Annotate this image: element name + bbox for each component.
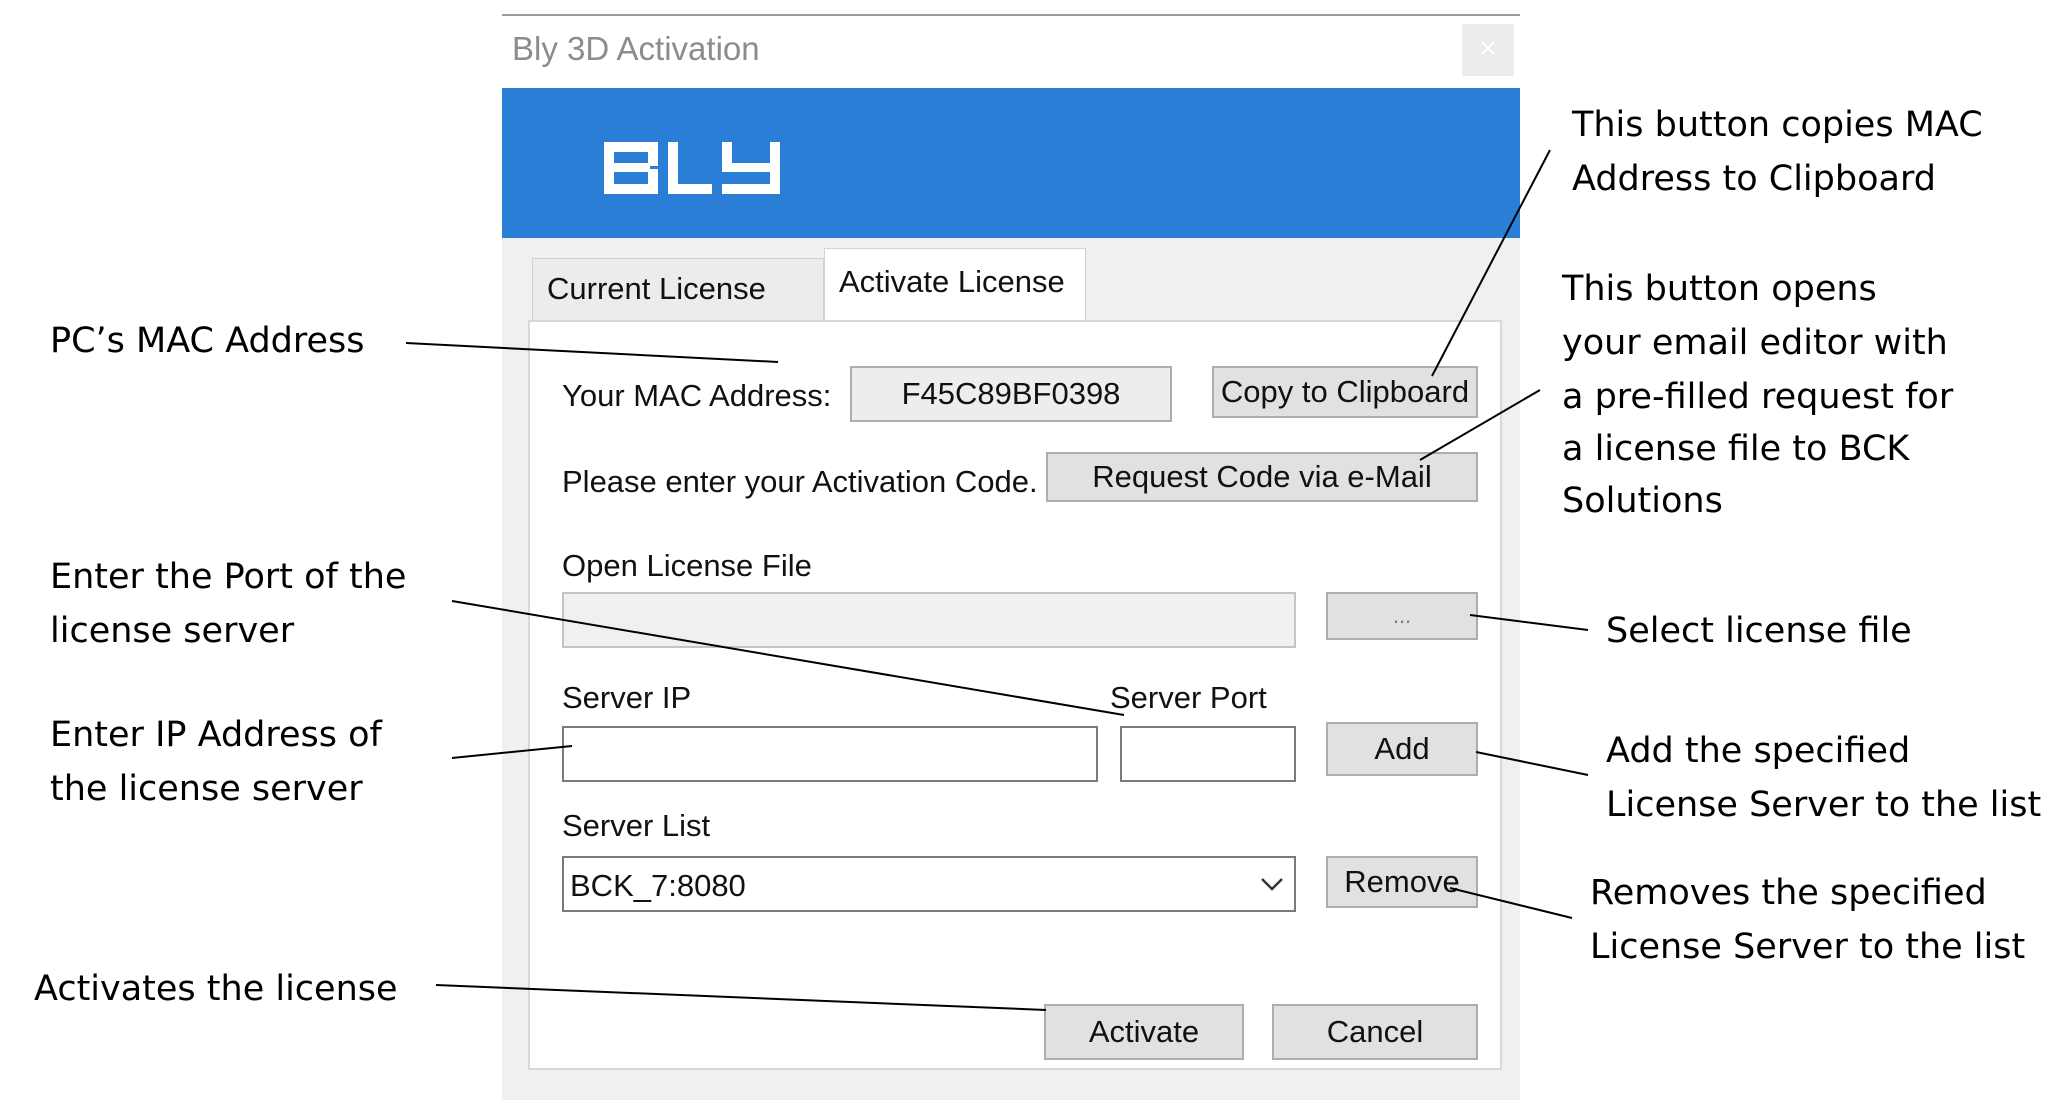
leader-remove-server: [1449, 887, 1573, 919]
copy-to-clipboard-button[interactable]: Copy to Clipboard: [1212, 366, 1478, 418]
activate-license-panel: Your MAC Address: F45C89BF0398 Copy to C…: [528, 320, 1502, 1070]
request-code-email-button[interactable]: Request Code via e-Mail: [1046, 452, 1478, 502]
mac-address-label: Your MAC Address:: [562, 378, 832, 413]
annotation-ip-line-1: Enter IP Address of: [50, 715, 382, 755]
annotation-email-line-4: a license file to BCK: [1562, 429, 1910, 469]
add-server-button[interactable]: Add: [1326, 722, 1478, 776]
leader-browse-file: [1469, 614, 1589, 631]
annotation-copy-line-1: This button copies MAC: [1572, 105, 1983, 145]
chevron-down-icon[interactable]: [1260, 876, 1284, 892]
browse-license-file-button[interactable]: ...: [1326, 592, 1478, 640]
server-ip-input[interactable]: [562, 726, 1098, 782]
server-list-select[interactable]: BCK_7:8080: [562, 856, 1296, 912]
annotation-ip-line-2: the license server: [50, 769, 363, 809]
window-title: Bly 3D Activation: [512, 30, 760, 67]
title-bar: Bly 3D Activation ×: [502, 16, 1520, 88]
server-list-label: Server List: [562, 808, 711, 843]
annotation-email-line-1: This button opens: [1562, 269, 1877, 309]
leader-mac-address: [405, 342, 779, 363]
activate-button[interactable]: Activate: [1044, 1004, 1244, 1060]
close-button[interactable]: ×: [1462, 24, 1514, 76]
remove-server-button[interactable]: Remove: [1326, 856, 1478, 908]
annotation-remove-line-1: Removes the specified: [1590, 873, 1987, 913]
annotation-email-line-5: Solutions: [1562, 481, 1723, 521]
license-file-path-input[interactable]: [562, 592, 1296, 648]
annotation-port-line-2: license server: [50, 611, 295, 651]
mac-address-field: F45C89BF0398: [850, 366, 1172, 422]
server-list-selected-value: BCK_7:8080: [570, 868, 746, 903]
activation-code-label: Please enter your Activation Code.: [562, 464, 1038, 499]
cancel-button[interactable]: Cancel: [1272, 1004, 1478, 1060]
leader-server-port: [451, 600, 1125, 716]
open-license-file-label: Open License File: [562, 548, 812, 583]
annotation-copy-line-2: Address to Clipboard: [1572, 159, 1936, 199]
leader-server-ip: [451, 745, 573, 759]
server-ip-label: Server IP: [562, 680, 692, 715]
brand-banner: [502, 88, 1520, 238]
leader-copy-clipboard: [1431, 149, 1551, 377]
annotation-email-line-2: your email editor with: [1562, 323, 1948, 363]
leader-add-server: [1475, 751, 1589, 776]
server-port-input[interactable]: [1120, 726, 1296, 782]
bly-logo: [604, 142, 780, 194]
leader-request-email: [1419, 389, 1541, 461]
tab-activate-license[interactable]: Activate License: [824, 248, 1086, 322]
annotation-select-file: Select license file: [1606, 611, 1912, 651]
annotation-mac-address: PC’s MAC Address: [50, 321, 365, 361]
annotation-add-line-2: License Server to the list: [1606, 785, 2042, 825]
annotation-email-line-3: a pre-filled request for: [1562, 377, 1954, 417]
leader-activate: [435, 984, 1047, 1011]
server-port-label: Server Port: [1110, 680, 1267, 715]
annotation-add-line-1: Add the specified: [1606, 731, 1911, 771]
annotation-remove-line-2: License Server to the list: [1590, 927, 2026, 967]
annotation-port-line-1: Enter the Port of the: [50, 557, 407, 597]
activation-dialog: Bly 3D Activation × Curr: [502, 14, 1520, 1100]
annotation-activates: Activates the license: [34, 969, 398, 1009]
